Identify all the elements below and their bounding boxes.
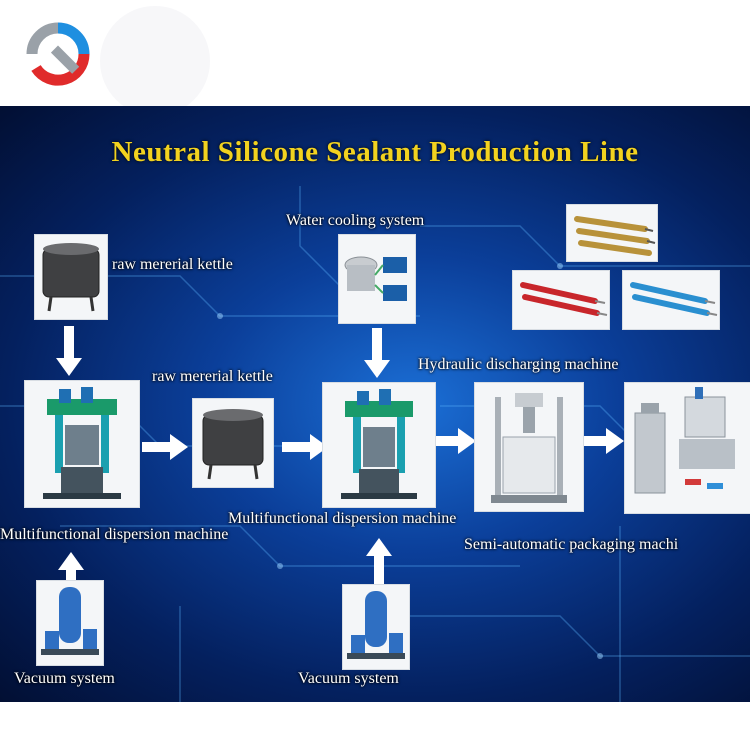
dispersion-2-label: Multifunctional dispersion machine [228,510,457,527]
dispersion-machine-1-image [24,380,140,508]
sealant-tube-icon [630,282,718,316]
water-cooling-image [338,234,416,324]
raw-kettle-1-image [34,234,108,320]
arrow-right-1 [142,434,188,460]
dispersion-machine-icon [43,387,121,499]
decorative-circle [100,6,210,116]
header [0,0,750,116]
dispersion-machine-2-image [322,382,436,508]
footer [0,702,750,750]
hydraulic-press-icon [491,393,567,503]
diagram-panel: Neutral Silicone Sealant Production Line… [0,106,750,702]
hydraulic-label: Hydraulic discharging machine [418,356,619,373]
packaging-label: Semi-automatic packaging machi [464,536,679,553]
raw-kettle-2-label: raw mererial kettle [152,368,273,385]
vacuum-pump-icon [347,591,405,659]
sealant-tube-icon [574,216,656,256]
water-cooling-label: Water cooling system [286,212,425,229]
vacuum-system-2-image [342,584,410,670]
product-tubes-image-3 [622,270,720,330]
logo-icon [26,22,90,86]
arrow-down-1 [56,326,82,376]
dispersion-machine-icon [341,389,417,499]
raw-kettle-2-image [192,398,274,488]
arrow-right-4 [584,428,624,454]
product-tubes-image-1 [566,204,658,262]
vacuum-pump-icon [41,587,99,655]
vacuum-system-1-image [36,580,104,666]
arrow-right-2 [282,434,328,460]
packaging-machine-image [624,382,750,514]
arrow-right-3 [436,428,476,454]
product-tubes-image-2 [512,270,610,330]
diagram-title: Neutral Silicone Sealant Production Line [111,136,639,168]
kettle-icon [42,243,100,312]
vacuum-2-label: Vacuum system [298,670,399,687]
arrow-up-1 [58,552,84,598]
raw-kettle-1-label: raw mererial kettle [112,256,233,273]
arrow-down-2 [364,328,390,378]
vacuum-1-label: Vacuum system [14,670,115,687]
cooling-tower-icon [344,256,407,301]
dispersion-1-label: Multifunctional dispersion machine [0,526,229,543]
sealant-tube-icon [520,282,608,316]
hydraulic-machine-image [474,382,584,512]
arrow-up-2 [366,538,392,588]
packaging-machine-icon [634,387,735,494]
kettle-icon [202,409,264,480]
